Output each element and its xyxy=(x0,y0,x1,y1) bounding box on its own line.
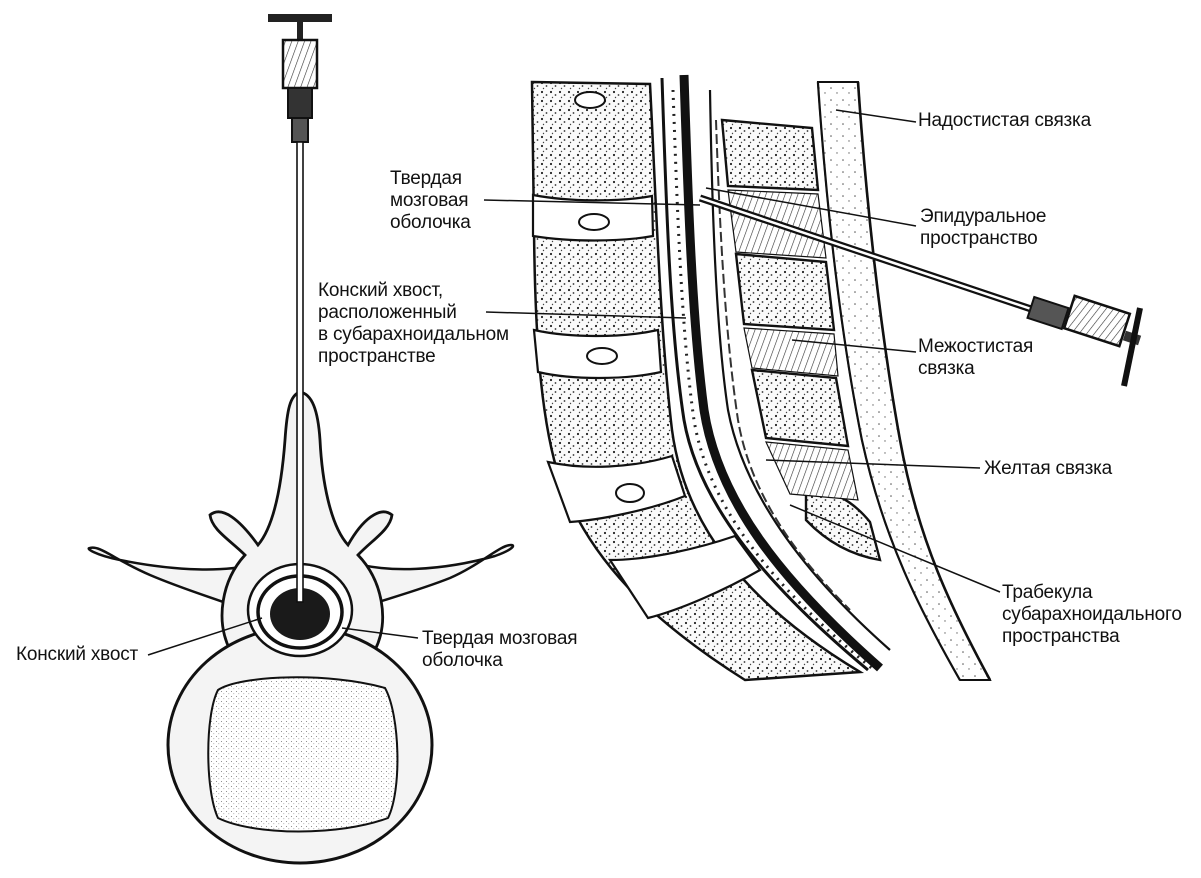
label-trabecula: Трабекула субарахноидального пространств… xyxy=(1002,582,1182,648)
spinal-needle xyxy=(297,142,303,602)
nucleus-4 xyxy=(616,484,644,502)
axial-vertebra xyxy=(89,14,513,863)
nucleus-2 xyxy=(579,214,609,230)
cancellous-bone xyxy=(208,677,397,831)
nucleus-1 xyxy=(575,92,605,108)
label-ligamentum-flavum: Желтая связка xyxy=(984,458,1112,480)
spinous-process-2 xyxy=(736,254,834,330)
subcutaneous-tissue xyxy=(818,82,990,680)
label-dura-top: Твердая мозговая оболочка xyxy=(390,168,471,234)
epidural-needle-hub xyxy=(1027,297,1068,329)
interspinous-ligament-3 xyxy=(766,442,858,500)
nucleus-3 xyxy=(587,348,617,364)
spinous-process-4 xyxy=(806,490,880,560)
syringe-barrel xyxy=(283,40,317,88)
label-epidural-space: Эпидуральное пространство xyxy=(920,206,1046,250)
syringe-plunger-top xyxy=(268,14,332,22)
label-dura-axial: Твердая мозговая оболочка xyxy=(422,628,577,672)
label-cauda-subarachnoid: Конский хвост, расположенный в субарахно… xyxy=(318,280,509,368)
label-supraspinous-ligament: Надостистая связка xyxy=(918,110,1091,132)
needle-hub xyxy=(288,88,312,118)
needle-hub-tip xyxy=(292,118,308,142)
label-cauda-axial: Конский хвост xyxy=(16,644,138,666)
label-interspinous-ligament: Межостистая связка xyxy=(918,336,1033,380)
epidural-syringe-barrel xyxy=(1064,296,1130,346)
spinous-process-1 xyxy=(722,120,818,190)
spinous-process-3 xyxy=(752,370,848,446)
interspinous-ligament-2 xyxy=(744,328,838,376)
